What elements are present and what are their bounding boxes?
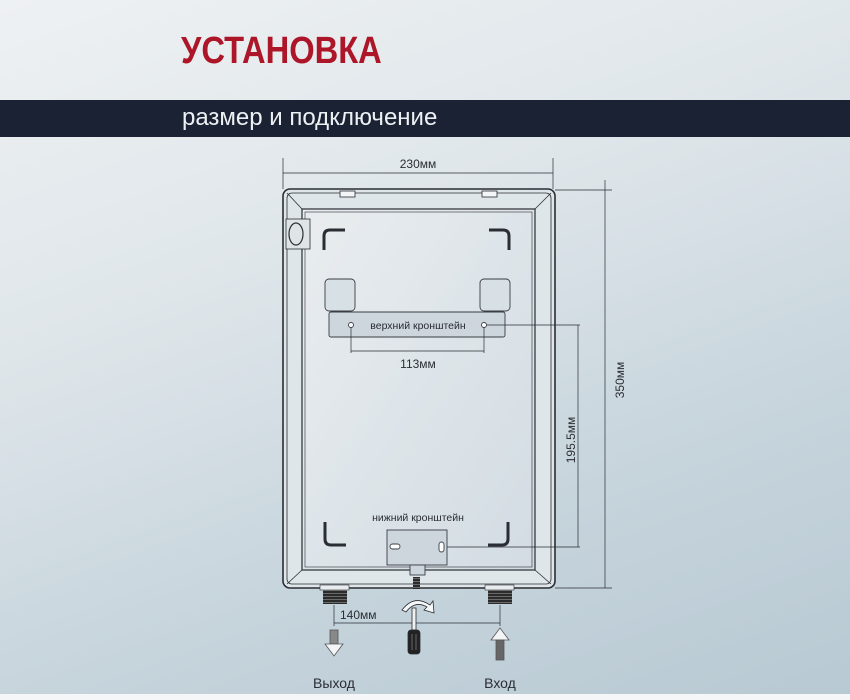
bracket-vertical-dimension: 195.5мм	[564, 417, 578, 464]
bottom-strip	[0, 694, 850, 700]
subtitle-band	[0, 100, 850, 137]
upper-bracket	[324, 278, 511, 338]
page-subtitle: размер и подключение	[182, 104, 438, 131]
top-clip-icon	[339, 190, 498, 198]
lower-bracket	[386, 529, 448, 589]
outlet-label: Выход	[313, 675, 355, 691]
page-title: УСТАНОВКА	[181, 30, 382, 72]
lower-bracket-label: нижний кронштейн	[372, 512, 464, 524]
upper-bracket-label: верхний кронштейн	[370, 320, 466, 332]
height-dimension: 350мм	[613, 362, 627, 399]
corner-marks	[322, 228, 511, 547]
inlet-fitting-icon	[484, 584, 515, 604]
dimension-lines	[282, 158, 612, 626]
bracket-spacing-dimension: 113мм	[400, 357, 436, 371]
outlet-fitting-icon	[319, 584, 350, 604]
pipe-spacing-dimension: 140мм	[340, 608, 377, 622]
screwdriver-icon	[407, 607, 421, 655]
inlet-arrow-icon	[490, 627, 510, 661]
knob-icon	[285, 218, 311, 250]
width-dimension: 230мм	[400, 157, 437, 171]
inlet-label: Вход	[484, 675, 516, 691]
rotate-arrow-icon	[401, 599, 435, 614]
outlet-arrow-icon	[324, 629, 344, 657]
